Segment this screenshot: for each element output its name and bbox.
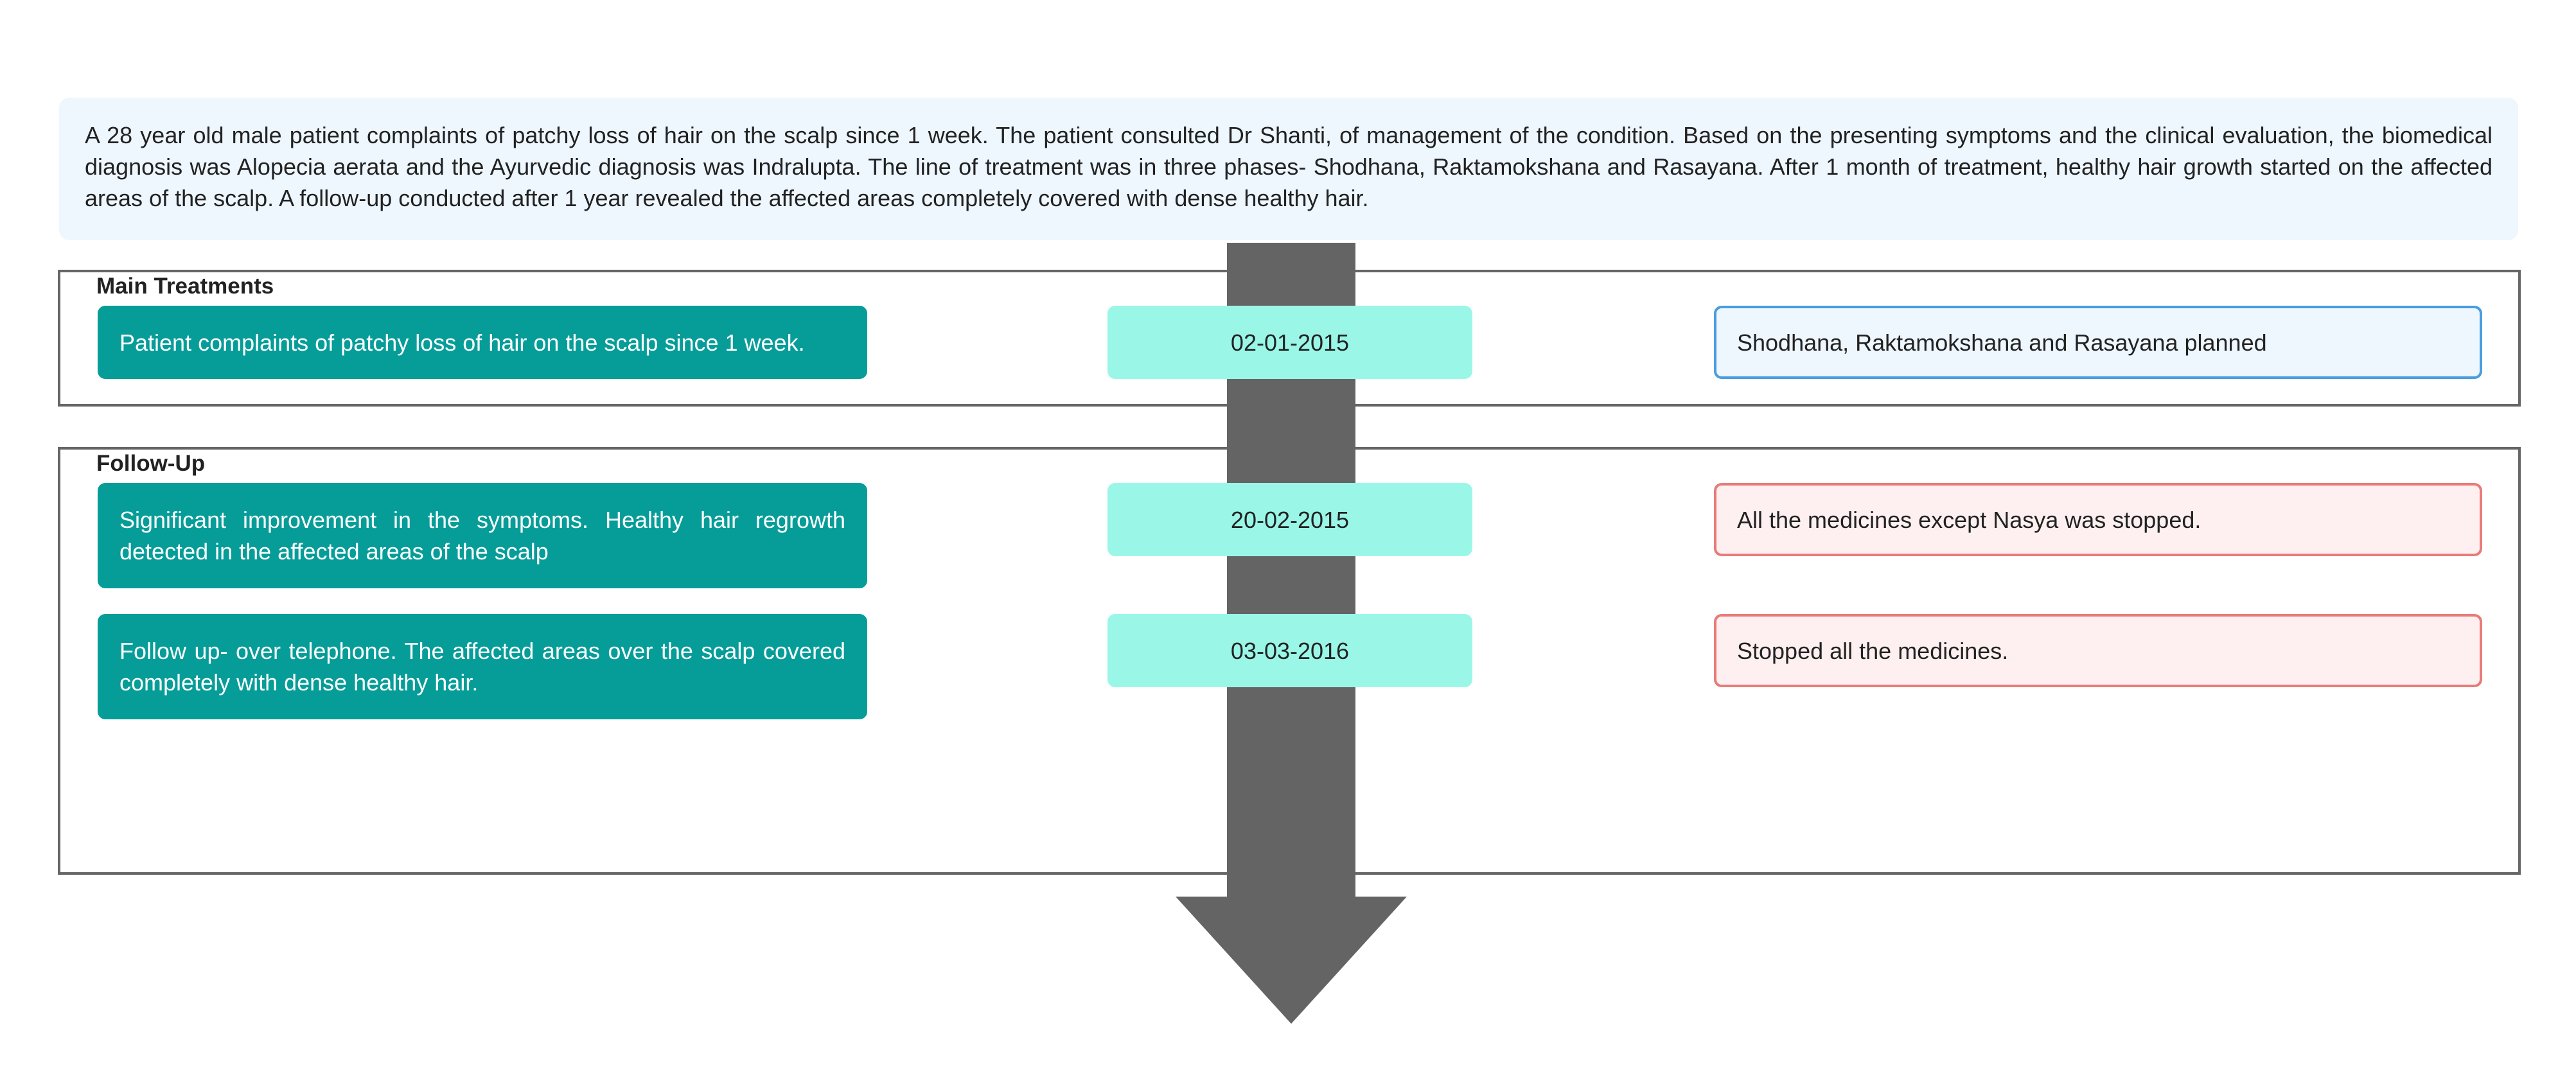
date-card-followup-1: 20-02-2015 <box>1107 483 1472 556</box>
case-summary: A 28 year old male patient complaints of… <box>59 98 2518 240</box>
outcome-card-followup-2: Stopped all the medicines. <box>1714 614 2482 687</box>
event-text: Patient complaints of patchy loss of hai… <box>119 329 805 356</box>
follow-up-title: Follow-Up <box>96 451 206 476</box>
main-treatments-title: Main Treatments <box>96 274 274 299</box>
date-card-followup-2: 03-03-2016 <box>1107 614 1472 687</box>
event-card-followup-2: Follow up- over telephone. The affected … <box>98 614 867 719</box>
event-text: Significant improvement in the symptoms.… <box>119 507 845 565</box>
event-card-initial: Patient complaints of patchy loss of hai… <box>98 306 867 379</box>
outcome-card-plan: Shodhana, Raktamokshana and Rasayana pla… <box>1714 306 2482 379</box>
timeline-arrow-head <box>1176 897 1407 1024</box>
date-card-initial: 02-01-2015 <box>1107 306 1472 379</box>
event-card-followup-1: Significant improvement in the symptoms.… <box>98 483 867 588</box>
outcome-card-followup-1: All the medicines except Nasya was stopp… <box>1714 483 2482 556</box>
event-text: Follow up- over telephone. The affected … <box>119 638 845 696</box>
